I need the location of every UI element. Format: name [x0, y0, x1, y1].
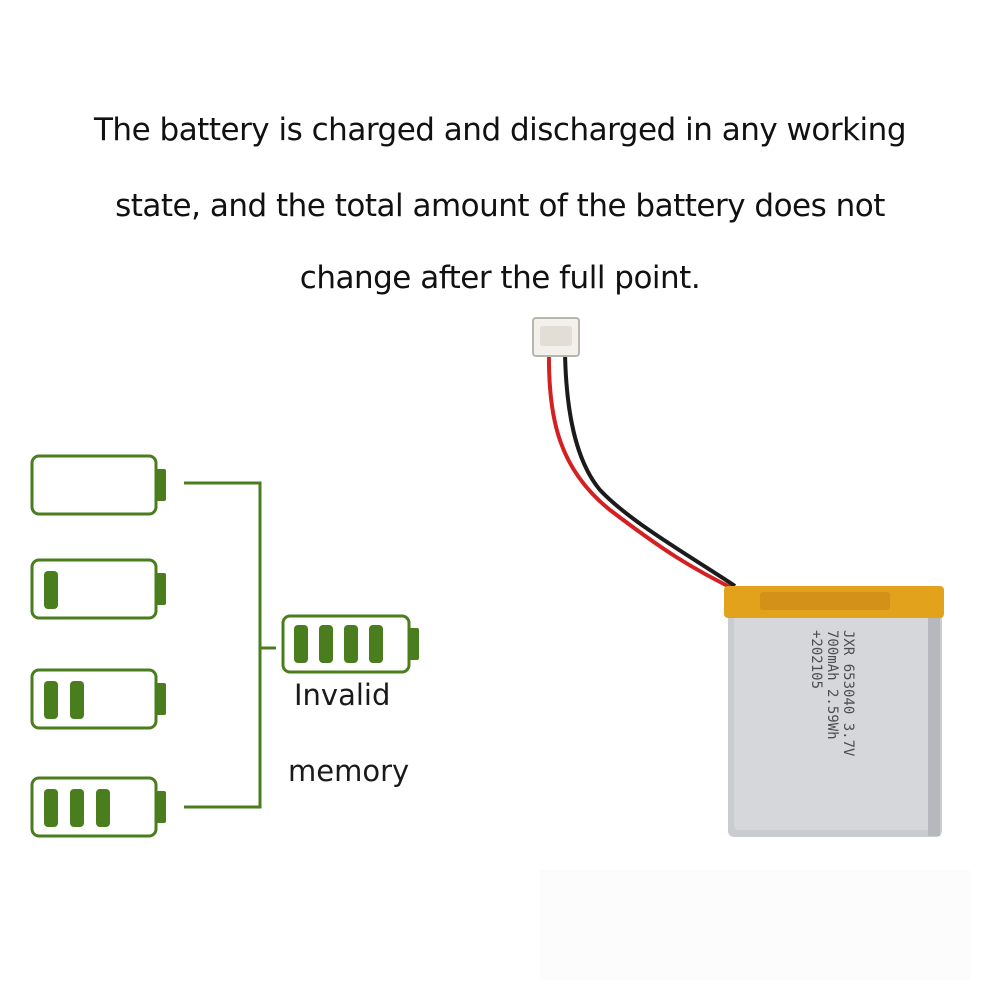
- battery-three-bar-icon: [30, 776, 166, 838]
- caption-memory: memory: [288, 754, 410, 788]
- reflection: [540, 870, 970, 980]
- cell-label-line-3: +202105: [808, 630, 824, 689]
- cell-label-line-1: JXR 653040 3.7V: [840, 630, 856, 757]
- battery-one-bar-icon: [30, 558, 166, 620]
- caption-invalid: Invalid: [294, 678, 391, 712]
- connector-lines: [184, 481, 276, 809]
- battery-full-icon: [281, 614, 419, 674]
- battery-empty-icon: [30, 454, 166, 516]
- jst-connector: [532, 317, 580, 357]
- headline-line-1: The battery is charged and discharged in…: [94, 112, 907, 148]
- cell-label-line-2: 700mAh 2.59Wh: [824, 630, 840, 740]
- lipo-battery-photo: JXR 653040 3.7V 700mAh 2.59Wh +202105: [532, 317, 944, 837]
- headline-line-3: change after the full point.: [299, 260, 701, 296]
- headline-line-2: state, and the total amount of the batte…: [115, 188, 885, 224]
- battery-two-bar-icon: [30, 668, 166, 730]
